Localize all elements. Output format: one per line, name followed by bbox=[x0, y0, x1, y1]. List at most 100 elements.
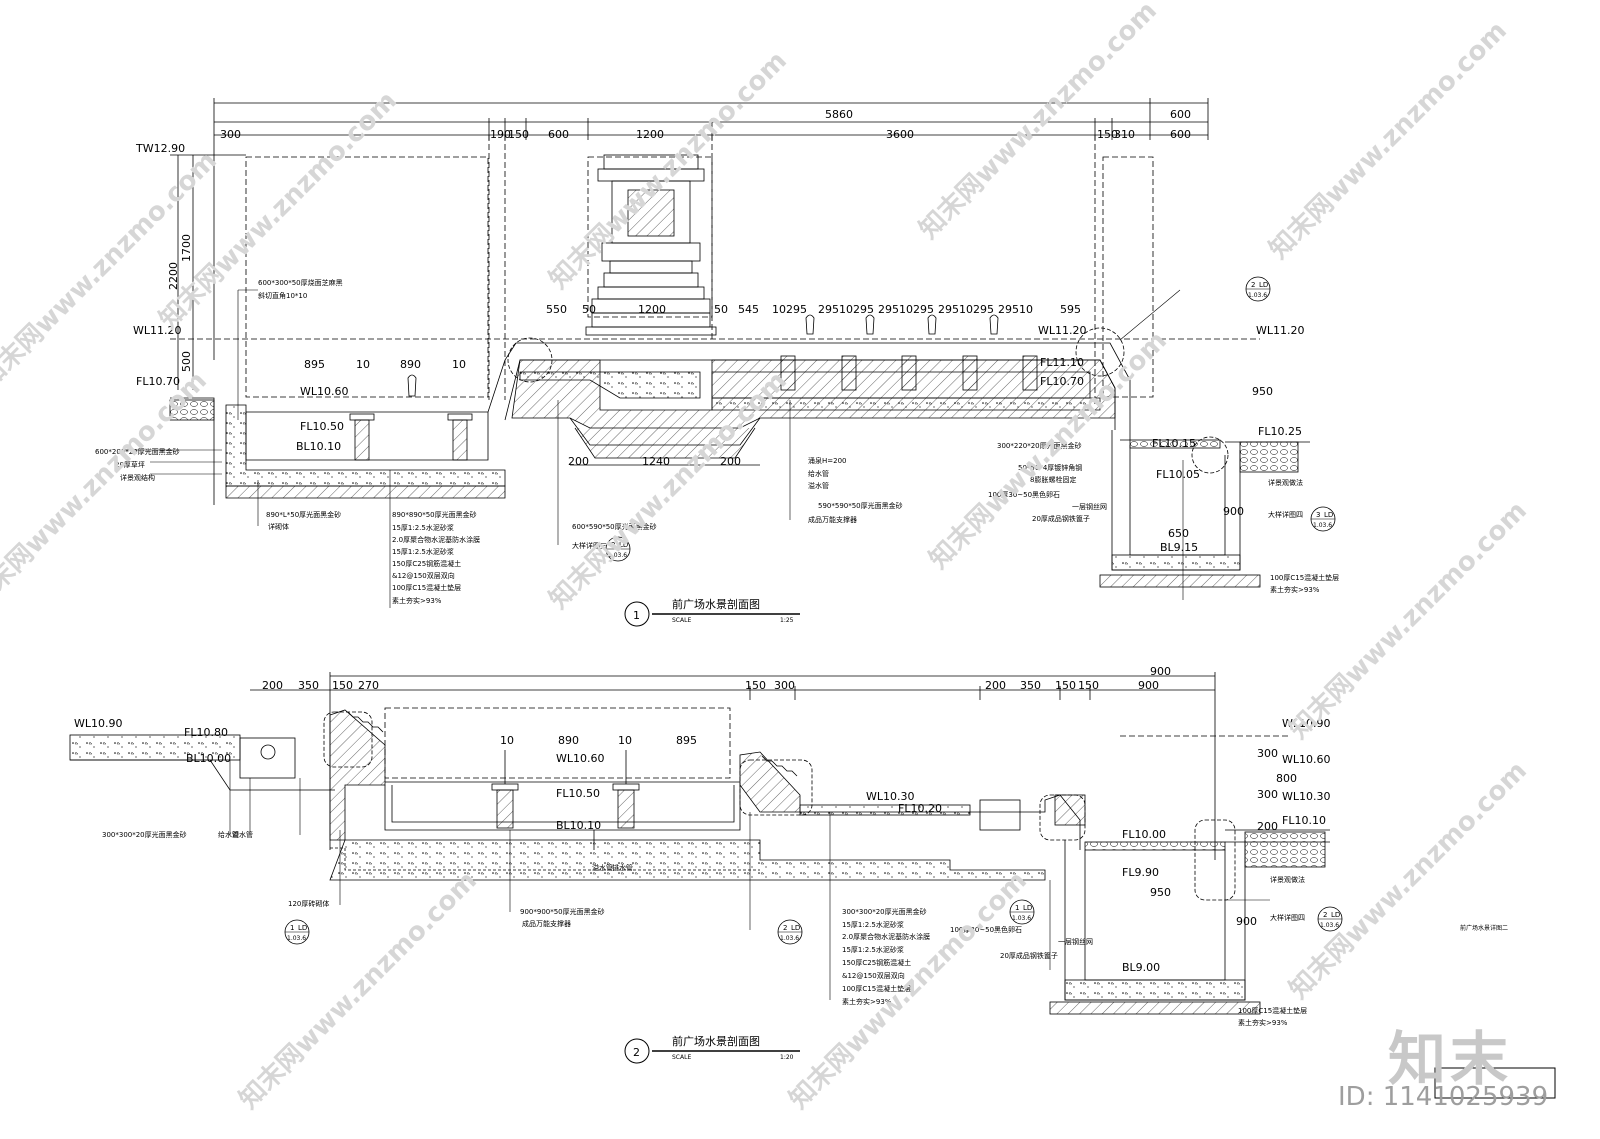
svg-text:1.03.6: 1.03.6 bbox=[1320, 922, 1339, 929]
material-note: 100厚C15混凝土垫层 bbox=[392, 583, 461, 592]
dimension-label: 950 bbox=[1150, 886, 1171, 899]
material-note: 890*L*50厚光面黑金砂 bbox=[266, 510, 341, 519]
material-note: 成品万能支撑器 bbox=[522, 919, 571, 928]
material-note: 600*300*50厚烧面芝麻黑 bbox=[258, 278, 343, 287]
dimension-label: 500 bbox=[180, 351, 193, 372]
level-marker: FL10.70 bbox=[136, 375, 180, 388]
section-1-scale-label: SCALE bbox=[672, 617, 691, 624]
material-note: 详景观做法 bbox=[1270, 875, 1305, 884]
dimension-label: 600 bbox=[1170, 108, 1191, 121]
dimension-label: 600 bbox=[548, 128, 569, 141]
material-note: 600*590*50厚光面黑金砂 bbox=[572, 522, 657, 531]
material-note: 15厚1:2.5水泥砂浆 bbox=[392, 547, 454, 556]
dimension-label: 350 bbox=[1020, 679, 1041, 692]
material-note: 给水管 bbox=[808, 469, 829, 478]
svg-text:1: 1 bbox=[290, 924, 294, 932]
dimension-label: 50 bbox=[714, 303, 728, 316]
dimension-label: 29510295 bbox=[938, 303, 994, 316]
svg-text:1.03.6: 1.03.6 bbox=[1313, 522, 1332, 529]
material-note: 排水管 bbox=[612, 863, 633, 872]
dimension-label: 890 bbox=[558, 734, 579, 747]
svg-text:LD: LD bbox=[298, 924, 307, 932]
dimension-label: 300 bbox=[220, 128, 241, 141]
material-note: &12@150双层双向 bbox=[842, 971, 905, 980]
dimension-label: 10 bbox=[618, 734, 632, 747]
material-note: 斜切直角10*10 bbox=[258, 291, 307, 300]
material-note: 300*220*20厚光面黑金砂 bbox=[997, 441, 1082, 450]
level-marker: BL10.10 bbox=[556, 819, 601, 832]
material-note: 100厚30~50黑色卵石 bbox=[950, 925, 1022, 934]
material-note: 120厚砖砌体 bbox=[288, 899, 329, 908]
dimension-label: 150 bbox=[745, 679, 766, 692]
dimension-label: 270 bbox=[358, 679, 379, 692]
dimension-label: 150 bbox=[1097, 128, 1118, 141]
section-1-supports bbox=[349, 314, 1229, 474]
dimension-label: 900 bbox=[1236, 915, 1257, 928]
svg-text:1.03.6: 1.03.6 bbox=[1012, 915, 1031, 922]
dimension-label: 1700 bbox=[180, 234, 193, 262]
svg-text:1.03.6: 1.03.6 bbox=[780, 935, 799, 942]
section-2-title-block: 2 前广场水景剖面图 SCALE 1:20 bbox=[624, 1034, 800, 1064]
material-note: 890*890*50厚光面黑金砂 bbox=[392, 510, 477, 519]
section-2-title: 前广场水景剖面图 bbox=[672, 1034, 760, 1048]
material-note: 素土夯实>93% bbox=[1270, 585, 1320, 594]
dimension-label: 550 bbox=[546, 303, 567, 316]
dimension-label: 29510 bbox=[998, 303, 1033, 316]
level-marker: WL10.30 bbox=[1282, 790, 1331, 803]
dimension-label: 200 bbox=[1257, 820, 1278, 833]
material-note: 素土夯实>93% bbox=[1238, 1018, 1288, 1027]
site-watermark: 知末网www.znzmo.com bbox=[914, 0, 1163, 245]
svg-text:LD: LD bbox=[619, 541, 628, 549]
material-note: 溢水管 bbox=[808, 481, 829, 490]
material-note: 大样详图四 bbox=[1268, 510, 1303, 519]
brand-watermark: 知末 bbox=[1388, 1025, 1513, 1093]
dimension-label: 190 bbox=[490, 128, 511, 141]
dimension-label: 950 bbox=[1252, 385, 1273, 398]
dimension-label: 600 bbox=[1170, 128, 1191, 141]
level-marker: WL11.20 bbox=[1256, 324, 1305, 337]
site-watermark: 知末网www.znzmo.com bbox=[0, 366, 213, 615]
material-note: 给水管 bbox=[218, 830, 239, 839]
dimension-label: 3600 bbox=[886, 128, 914, 141]
section-2-number: 2 bbox=[633, 1046, 640, 1059]
section-1-number: 1 bbox=[633, 609, 640, 622]
material-note: 300*300*20厚光面黑金砂 bbox=[842, 907, 927, 916]
svg-text:LD: LD bbox=[791, 924, 800, 932]
material-note: 大样详图三 bbox=[572, 541, 607, 550]
titleblock-frame bbox=[1434, 1067, 1556, 1099]
level-marker: FL9.90 bbox=[1122, 866, 1159, 879]
material-note: 20厚成品钢铁篦子 bbox=[1032, 514, 1090, 523]
material-note: 素土夯实>93% bbox=[842, 997, 892, 1006]
level-marker: FL10.70 bbox=[1040, 375, 1084, 388]
material-note: 15厚1:2.5水泥砂浆 bbox=[842, 920, 904, 929]
dimension-label: 545 bbox=[738, 303, 759, 316]
material-note: 600*200*20厚光面黑金砂 bbox=[95, 447, 180, 456]
material-note: 2.0厚聚合物水泥基防水涂膜 bbox=[842, 932, 930, 941]
section-1-title: 前广场水景剖面图 bbox=[672, 597, 760, 611]
svg-text:LD: LD bbox=[1324, 511, 1333, 519]
level-marker: FL10.50 bbox=[300, 420, 344, 433]
site-watermark: 知末网www.znzmo.com bbox=[1264, 16, 1513, 265]
level-marker: WL10.90 bbox=[1282, 717, 1331, 730]
dimension-label: 150 bbox=[508, 128, 529, 141]
material-note: &12@150双层双向 bbox=[392, 571, 455, 580]
material-note: 一层钢丝网 bbox=[1072, 502, 1107, 511]
dimension-label: 10 bbox=[500, 734, 514, 747]
section-2-scale-label: SCALE bbox=[672, 1054, 691, 1061]
dimension-label: 200 bbox=[262, 679, 283, 692]
dimension-label: 310 bbox=[1114, 128, 1135, 141]
dimension-label: 2200 bbox=[167, 262, 180, 290]
dimension-label: 50 bbox=[582, 303, 596, 316]
dimension-label: 900 bbox=[1223, 505, 1244, 518]
dimension-label: 5860 bbox=[825, 108, 853, 121]
svg-text:1.03.6: 1.03.6 bbox=[608, 552, 627, 559]
dimension-label: 1240 bbox=[642, 455, 670, 468]
svg-text:2: 2 bbox=[1323, 911, 1327, 919]
